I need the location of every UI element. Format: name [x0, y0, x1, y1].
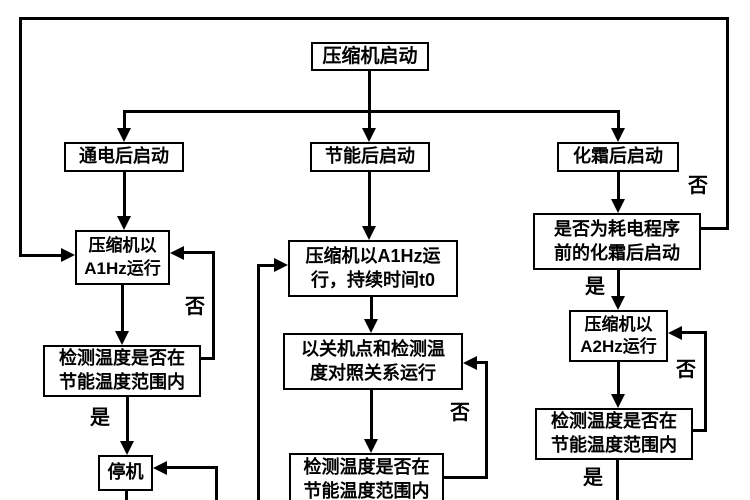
edge-defrost-to-question — [617, 172, 620, 201]
node-check-temp-middle: 检测温度是否在 节能温度范围内 — [289, 453, 444, 500]
node-label-line2: 节能温度范围内 — [59, 372, 185, 392]
node-label-line2: A2Hz运行 — [580, 337, 657, 356]
node-label: 压缩机启动 — [322, 45, 418, 67]
arrowhead-into-check-right — [611, 394, 625, 408]
edge-run-a1hz-to-check — [121, 285, 124, 332]
node-label: 通电后启动 — [79, 146, 169, 167]
edge-check-mid-no-up — [485, 361, 488, 479]
node-label-line1: 压缩机以 — [584, 314, 653, 334]
edge-check-right-no-up — [704, 331, 707, 432]
arrowhead-into-stop — [120, 441, 134, 455]
edge-question-yes-to-run-a2hz — [617, 270, 620, 298]
edge-label-yes-left: 是 — [90, 407, 110, 429]
node-check-temp-left: 检测温度是否在 节能温度范围内 — [43, 345, 201, 397]
edge-outer-loop-from-question — [701, 227, 728, 230]
arrowhead-into-run-t0 — [362, 226, 376, 240]
node-label-line1: 压缩机以 — [88, 236, 157, 256]
edge-compare-to-check-mid — [370, 390, 373, 440]
edge-label-yes-right: 是 — [583, 467, 603, 489]
node-label-line2: 节能温度范围内 — [551, 435, 677, 455]
node-label-line1: 压缩机以A1Hz运 — [305, 245, 441, 266]
node-run-a1hz-duration-t0: 压缩机以A1Hz运 行，持续时间t0 — [288, 240, 458, 297]
node-run-by-shutdown-point-relation: 以关机点和检测温 度对照关系运行 — [283, 333, 463, 390]
edge-run-a2hz-to-check-right — [617, 362, 620, 396]
arrowhead-into-run-a2hz — [611, 296, 625, 310]
edge-outer-loop-right — [726, 17, 729, 230]
edge-check-right-yes-down-cut — [616, 460, 619, 500]
node-label-line2: 度对照关系运行 — [310, 362, 436, 383]
edge-label-no-right: 否 — [676, 359, 696, 381]
arrowhead-into-question — [611, 199, 625, 213]
edge-check-mid-no-back — [476, 361, 488, 364]
node-defrost-start: 化霜后启动 — [557, 142, 679, 172]
edge-check-left-no-back — [184, 251, 214, 254]
arrowhead-into-run-a1hz — [117, 216, 131, 230]
edge-label-yes-question: 是 — [585, 276, 605, 298]
edge-branch-right-down — [617, 110, 620, 129]
edge-power-on-to-run-a1hz — [123, 172, 126, 217]
edge-outer-loop-top — [19, 17, 729, 20]
edge-check-left-no-up — [212, 251, 215, 360]
arrowhead-into-energy-saving-start — [362, 128, 376, 142]
edge-branch-left-down — [123, 110, 126, 129]
node-label-line1: 检测温度是否在 — [551, 411, 677, 432]
arrowhead-no-into-run-a1hz-right — [170, 246, 184, 260]
edge-bottom-entry-across — [257, 264, 276, 267]
arrowhead-into-power-on-start — [117, 128, 131, 142]
edge-stop-down-cut — [125, 491, 128, 500]
node-label-line1: 检测温度是否在 — [303, 457, 430, 478]
edge-stop-entry-down — [215, 466, 218, 500]
node-label-line2: 前的化霜后启动 — [554, 242, 680, 263]
edge-check-left-no-out — [201, 357, 215, 360]
edge-label-no-middle: 否 — [450, 402, 470, 424]
node-power-on-start: 通电后启动 — [64, 142, 184, 172]
edge-branch-horizontal — [123, 110, 620, 113]
node-label: 化霜后启动 — [573, 146, 663, 167]
node-label: 节能后启动 — [325, 146, 415, 167]
edge-label-no-left: 否 — [185, 296, 205, 318]
node-label-line1: 是否为耗电程序 — [554, 218, 680, 239]
node-stop: 停机 — [98, 455, 153, 491]
node-label-line2: A1Hz运行 — [84, 258, 161, 278]
edge-check-left-to-stop — [126, 397, 129, 442]
arrowhead-into-stop-right — [153, 461, 167, 475]
edge-check-right-no-out — [693, 429, 707, 432]
node-energy-saving-start: 节能后启动 — [310, 142, 430, 172]
edge-start-down — [368, 71, 371, 129]
arrowhead-into-compare — [364, 319, 378, 333]
arrowhead-into-defrost-start — [611, 128, 625, 142]
edge-outer-loop-left — [19, 17, 22, 257]
edge-outer-loop-bottom — [19, 254, 62, 257]
arrowhead-into-check-left — [115, 331, 129, 345]
node-run-a2hz: 压缩机以 A2Hz运行 — [569, 310, 668, 362]
node-compressor-start: 压缩机启动 — [311, 42, 429, 71]
node-check-temp-right: 检测温度是否在 节能温度范围内 — [535, 408, 693, 460]
arrowhead-no-into-run-a2hz-right — [668, 326, 682, 340]
node-label-line1: 以关机点和检测温 — [301, 338, 445, 359]
node-label-line2: 行，持续时间t0 — [310, 269, 435, 290]
node-label: 停机 — [107, 462, 144, 483]
edge-run-t0-to-compare — [370, 297, 373, 320]
edge-energy-saving-to-run-t0 — [368, 172, 371, 227]
arrowhead-no-into-compare-right — [463, 356, 477, 370]
node-label-line2: 节能温度范围内 — [303, 481, 430, 500]
arrowhead-outer-into-run-a1hz-left — [61, 248, 75, 262]
node-run-a1hz: 压缩机以 A1Hz运行 — [75, 230, 170, 285]
node-defrost-before-power-program-question: 是否为耗电程序 前的化霜后启动 — [533, 213, 701, 270]
arrowhead-into-run-t0-left — [274, 258, 288, 272]
arrowhead-into-check-mid — [364, 439, 378, 453]
edge-label-no-outer: 否 — [688, 175, 708, 197]
edge-check-right-no-back — [681, 331, 707, 334]
edge-check-mid-no-out — [444, 476, 488, 479]
edge-bottom-entry-up — [257, 264, 260, 500]
node-label-line1: 检测温度是否在 — [59, 348, 185, 369]
edge-stop-entry-across — [165, 466, 217, 469]
